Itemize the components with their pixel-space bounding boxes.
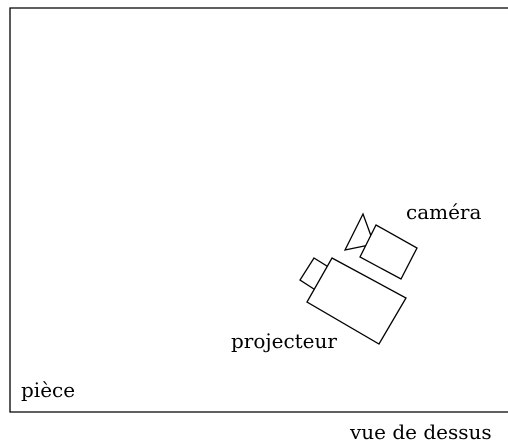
room-label: pièce (21, 378, 75, 402)
view-caption: vue de dessus (349, 420, 492, 444)
projector-body (306, 257, 407, 345)
room-outline (9, 7, 508, 413)
camera-lens (343, 212, 375, 251)
camera-label: caméra (406, 200, 481, 224)
projector-label: projecteur (231, 329, 337, 353)
camera-body (359, 224, 418, 280)
projector-icon (299, 257, 407, 345)
camera-icon (343, 212, 418, 280)
